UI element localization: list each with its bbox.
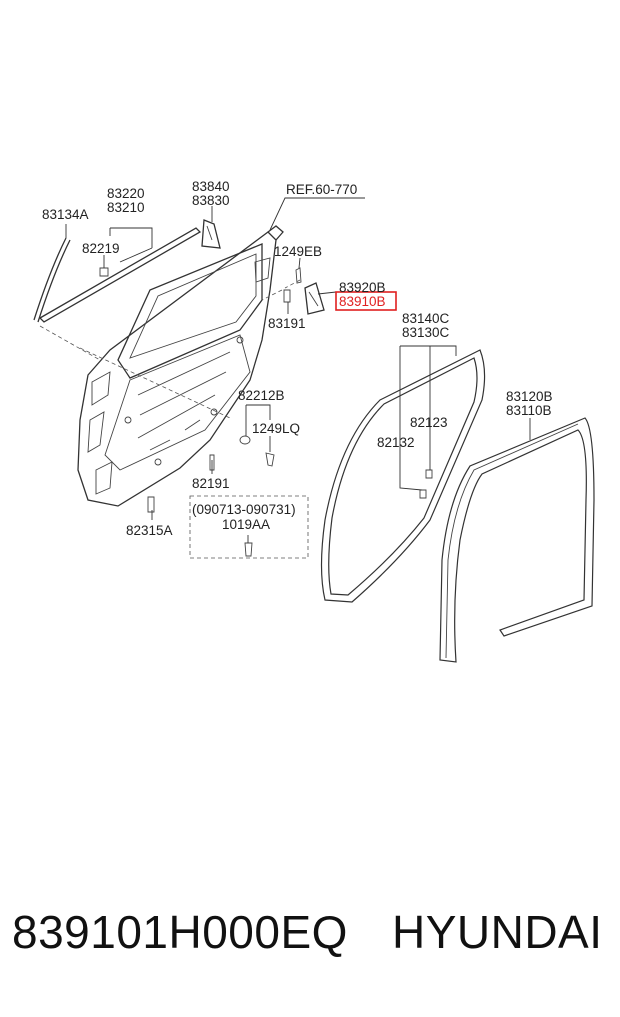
fasteners bbox=[147, 267, 433, 557]
garnish-part bbox=[304, 282, 325, 315]
callout-1019AA: 1019AA bbox=[222, 517, 270, 532]
highlight-box bbox=[335, 291, 397, 311]
callout-83140C: 83140C bbox=[402, 311, 450, 326]
callout-82191: 82191 bbox=[192, 476, 230, 491]
door-weatherstrip bbox=[320, 349, 486, 603]
callout-83840: 83840 bbox=[192, 179, 230, 194]
belt-moulding bbox=[33, 227, 202, 323]
callout-83191: 83191 bbox=[268, 316, 306, 331]
door-shell bbox=[77, 225, 284, 507]
callout-1249LQ: 1249LQ bbox=[252, 421, 300, 436]
parts-diagram: 83134A 83220 83210 82219 83840 83830 REF… bbox=[33, 179, 595, 663]
callout-83130C: 83130C bbox=[402, 325, 450, 340]
callout-range: (090713-090731) bbox=[192, 502, 296, 517]
callout-83920B: 83920B bbox=[339, 280, 386, 295]
callout-83830: 83830 bbox=[192, 193, 230, 208]
leader-lines bbox=[39, 197, 531, 543]
callout-83910B: 83910B bbox=[339, 294, 386, 309]
callout-83220: 83220 bbox=[107, 186, 145, 201]
callout-83134A: 83134A bbox=[42, 207, 89, 222]
part-number: 839101H000EQ bbox=[12, 906, 348, 958]
callout-82123: 82123 bbox=[410, 415, 448, 430]
callout-1249EB: 1249EB bbox=[274, 244, 322, 259]
delta-cover bbox=[201, 219, 221, 249]
callout-82315A: 82315A bbox=[126, 523, 173, 538]
range-box bbox=[189, 495, 309, 559]
footer: 839101H000EQ HYUNDAI bbox=[0, 905, 620, 985]
body-weatherstrip bbox=[439, 417, 595, 663]
ref-label: REF.60-770 bbox=[286, 182, 357, 197]
callout-82219: 82219 bbox=[82, 241, 120, 256]
callout-83120B: 83120B bbox=[506, 389, 553, 404]
callout-82212B: 82212B bbox=[238, 388, 285, 403]
callout-83110B: 83110B bbox=[506, 403, 552, 418]
callout-82132: 82132 bbox=[377, 435, 415, 450]
brand-name: HYUNDAI bbox=[392, 906, 603, 958]
callout-83210: 83210 bbox=[107, 200, 145, 215]
